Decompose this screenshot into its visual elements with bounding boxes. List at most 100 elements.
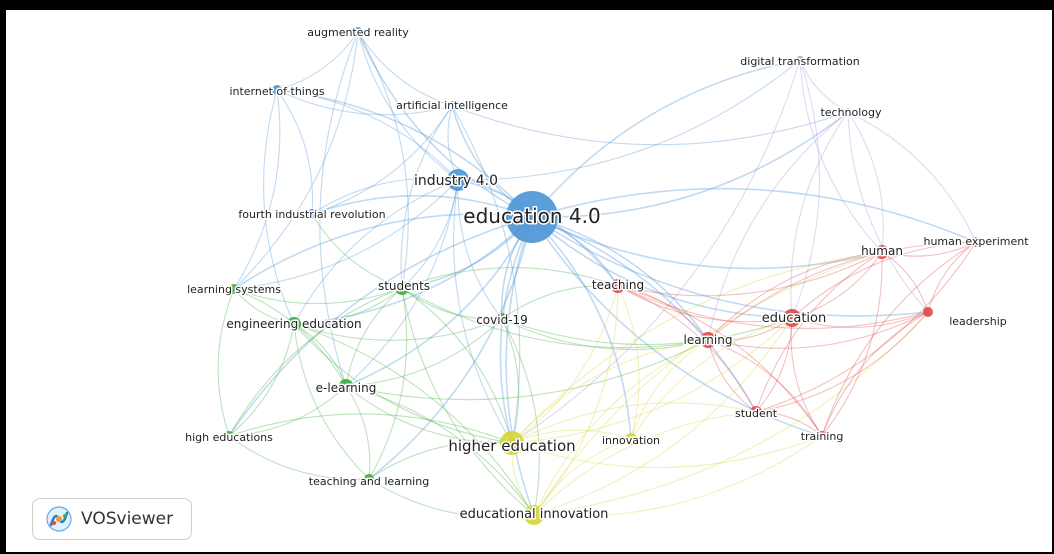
link-eduinno-student <box>533 411 757 516</box>
link-education40-leadership <box>531 216 929 317</box>
link-lsys-higheds <box>217 288 235 437</box>
link-learning-training <box>707 339 823 437</box>
node-teaching[interactable] <box>611 279 625 293</box>
node-training[interactable] <box>817 431 827 441</box>
node-students[interactable] <box>395 281 409 295</box>
node-label-humanexp[interactable]: human experiment <box>922 234 1031 250</box>
node-humanexp[interactable] <box>971 237 981 247</box>
link-humanexp-leadership <box>927 241 977 313</box>
link-elearning-tandl <box>345 385 371 480</box>
link-students-higheds <box>228 287 403 437</box>
node-learning[interactable] <box>700 332 716 348</box>
node-label-education40[interactable]: education 4.0 <box>462 203 602 230</box>
node-label-technology[interactable]: technology <box>819 105 884 121</box>
node-lsys[interactable] <box>229 284 239 294</box>
node-label-training[interactable]: training <box>799 429 845 445</box>
node-label-iot[interactable]: internet of things <box>228 84 326 100</box>
node-fir[interactable] <box>307 209 317 219</box>
link-education-student <box>755 317 793 413</box>
co-occurrence-network-map[interactable]: education 4.0 industry 4.0 augmented reali… <box>6 10 1052 552</box>
link-covid-education <box>501 317 793 346</box>
node-industry40[interactable] <box>447 169 469 191</box>
link-learning-humanexp <box>707 241 977 341</box>
link-industry40-fir <box>311 177 459 215</box>
node-label-human[interactable]: human <box>860 243 905 260</box>
link-humanexp-training <box>821 241 977 437</box>
link-learning-leadership <box>707 311 929 349</box>
link-industry40-engedu <box>293 179 459 325</box>
link-technology-human <box>847 111 884 253</box>
link-higher-student <box>511 402 757 444</box>
node-innovation[interactable] <box>625 433 637 445</box>
node-higheds[interactable] <box>224 431 234 441</box>
vosviewer-logo-badge[interactable]: VOSviewer <box>32 498 192 540</box>
node-label-education[interactable]: education <box>760 310 828 328</box>
link-higheds-tandl <box>228 435 370 480</box>
node-iot[interactable] <box>272 85 282 95</box>
node-label-industry40[interactable]: industry 4.0 <box>412 172 499 191</box>
link-education40-eduinno <box>505 216 535 516</box>
node-education40[interactable] <box>506 191 558 243</box>
link-education40-human <box>531 216 883 270</box>
link-industry40-covid <box>457 179 503 320</box>
link-higher-learning <box>511 339 709 444</box>
node-label-fir[interactable]: fourth industrial revolution <box>237 207 387 223</box>
link-engedu-tandl <box>293 323 370 480</box>
node-label-higheds[interactable]: high educations <box>184 430 275 446</box>
link-innovation-eduinno <box>533 438 632 516</box>
node-tandl[interactable] <box>364 474 374 484</box>
link-training-leadership <box>821 311 929 437</box>
link-iot-fir <box>276 89 314 215</box>
node-label-tandl[interactable]: teaching and learning <box>307 474 430 490</box>
link-eduinno-education <box>533 317 793 516</box>
link-human-training <box>821 251 883 437</box>
link-eduinno-leadership <box>533 311 929 516</box>
node-label-lsys[interactable]: learning systems <box>186 282 283 298</box>
node-label-ai[interactable]: artificial intelligence <box>395 98 510 114</box>
node-label-students[interactable]: students <box>376 278 431 295</box>
node-label-covid[interactable]: covid-19 <box>475 312 530 329</box>
link-students-covid <box>401 287 503 320</box>
node-eduinno[interactable] <box>524 505 544 525</box>
node-digtrans[interactable] <box>796 56 804 64</box>
node-label-ar[interactable]: augmented reality <box>306 25 411 41</box>
link-technology-leadership <box>847 111 929 313</box>
node-ar[interactable] <box>353 27 363 37</box>
node-student[interactable] <box>750 406 762 418</box>
link-eduinno-human <box>533 251 883 516</box>
node-covid[interactable] <box>496 313 508 325</box>
node-label-teaching[interactable]: teaching <box>590 277 645 294</box>
node-education[interactable] <box>783 309 801 327</box>
link-ai-higher <box>451 105 521 444</box>
link-students-learning <box>401 287 709 349</box>
node-higher[interactable] <box>500 431 524 455</box>
node-label-eduinno[interactable]: educational innovation <box>458 506 610 524</box>
node-label-innovation[interactable]: innovation <box>600 433 661 449</box>
link-education40-lsys <box>233 213 533 290</box>
link-ai-technology <box>451 105 849 146</box>
link-human-leadership <box>881 251 929 313</box>
link-education40-humanexp <box>531 187 977 243</box>
link-ai-students <box>400 105 453 289</box>
link-covid-teaching <box>501 285 619 320</box>
link-covid-eduinno <box>501 318 540 516</box>
node-leadership[interactable] <box>923 307 933 317</box>
link-human-student <box>755 251 883 413</box>
node-engedu[interactable] <box>287 317 301 331</box>
node-label-learning[interactable]: learning <box>682 332 734 349</box>
node-technology[interactable] <box>844 108 852 116</box>
node-label-elearning[interactable]: e-learning <box>314 380 378 397</box>
link-higher-education <box>511 317 793 444</box>
link-higher-teaching <box>511 285 619 444</box>
link-industry40-ai <box>447 105 459 181</box>
node-label-digtrans[interactable]: digital transformation <box>739 54 861 70</box>
node-ai[interactable] <box>447 101 457 111</box>
network-canvas[interactable]: education 4.0 industry 4.0 augmented reali… <box>6 10 1052 552</box>
node-label-student[interactable]: student <box>733 406 779 422</box>
link-education-training <box>790 317 823 437</box>
node-label-leadership[interactable]: leadership <box>948 314 1009 330</box>
node-label-higher[interactable]: higher education <box>447 436 577 457</box>
node-label-engedu[interactable]: engineering education <box>225 316 363 333</box>
node-elearning[interactable] <box>339 379 353 393</box>
node-human[interactable] <box>875 245 889 259</box>
